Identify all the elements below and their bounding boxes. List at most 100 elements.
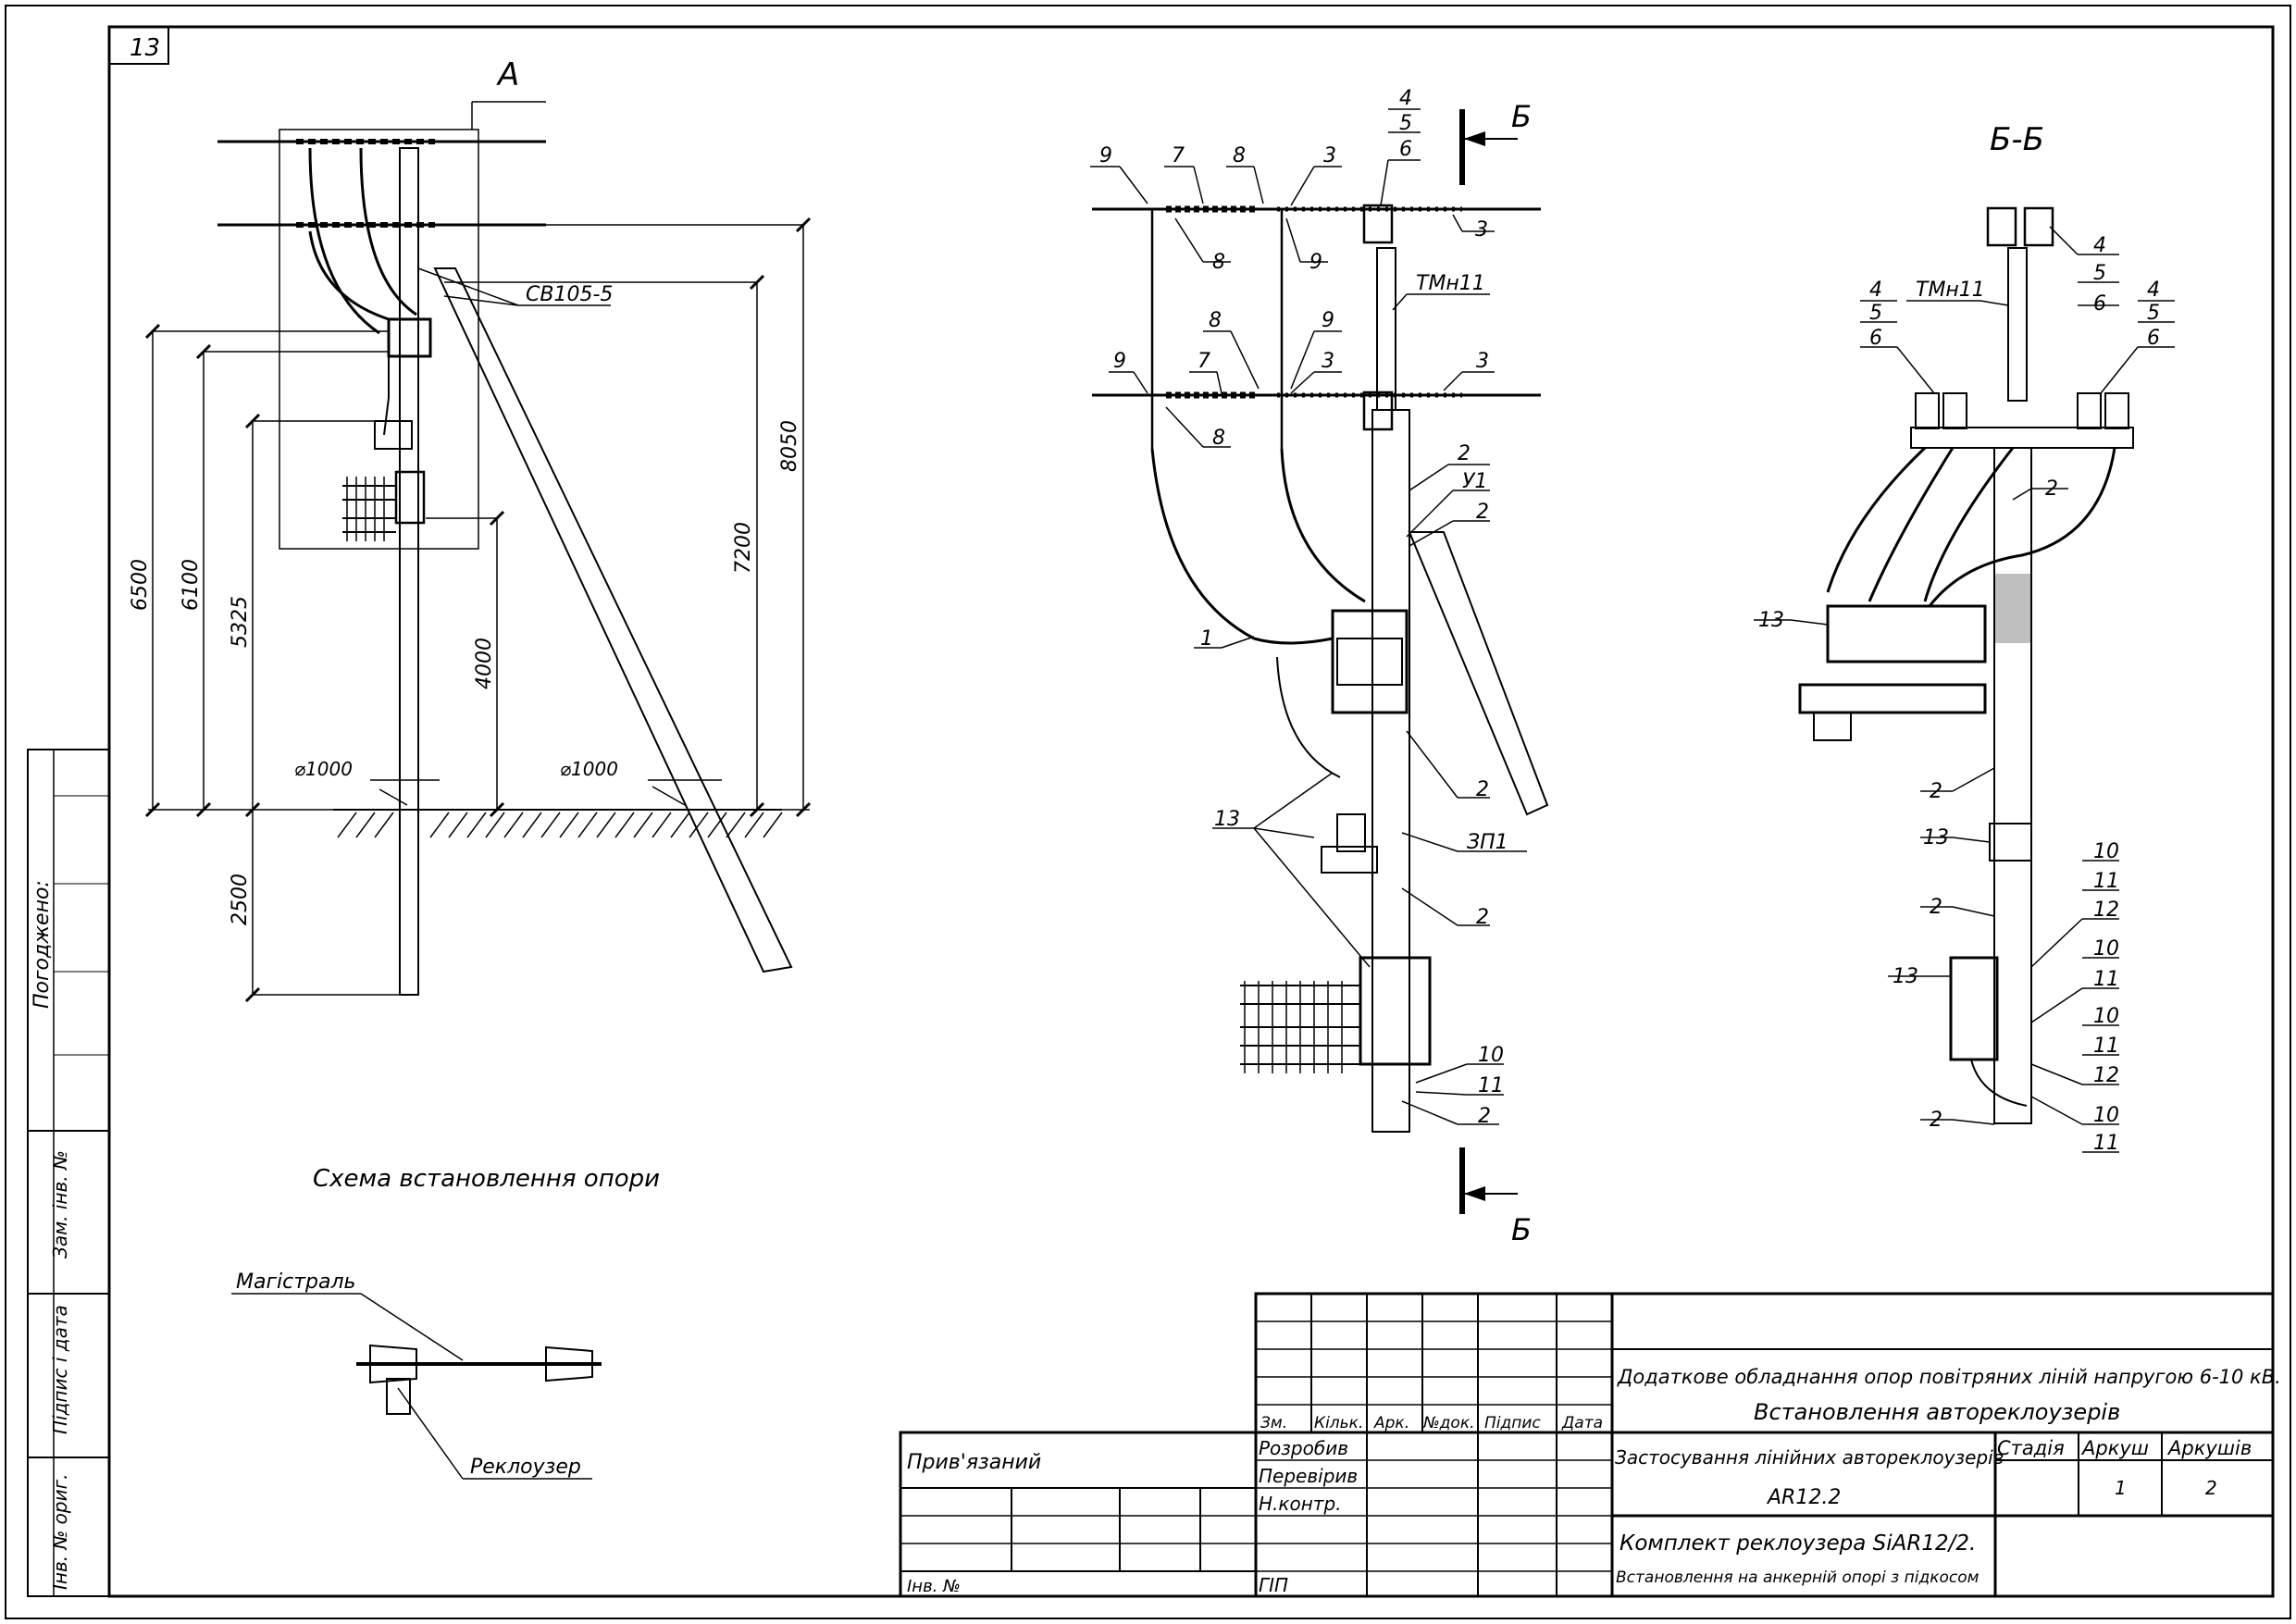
tmn-label: ТМн11 — [1416, 272, 1485, 295]
callout-2-e: 2 — [1478, 1105, 1491, 1128]
pole-strut — [433, 267, 793, 973]
linked-label: Прив'язаний — [907, 1451, 1041, 1474]
callout-7-mid: 7 — [1198, 350, 1210, 373]
u1-label: У1 — [1462, 470, 1487, 493]
section-callout-6-left: 6 — [1869, 327, 1882, 350]
inventory-no-label: Інв. № — [907, 1577, 961, 1596]
support-code: СВ105-5 — [526, 283, 613, 306]
hdr-docno: №док. — [1422, 1414, 1475, 1432]
view-a-control-cabinet — [1359, 956, 1432, 1066]
hdr-date: Дата — [1561, 1414, 1603, 1432]
section-callout-5-right: 5 — [2147, 302, 2160, 325]
section-callout-2-a: 2 — [2045, 477, 2058, 501]
section-callout-13-a: 13 — [1758, 609, 1784, 632]
hdr-change: Зм. — [1260, 1414, 1287, 1432]
left-stamp-strip: Погоджено: Зам. інв. № Підпис і дата Інв… — [27, 749, 110, 1597]
recloser-unit — [387, 317, 432, 358]
role-checker: Перевірив — [1259, 1465, 1358, 1487]
callout-2-a: 2 — [1458, 442, 1471, 465]
callout-2-d: 2 — [1476, 906, 1489, 929]
callout-4-top: 4 — [1399, 87, 1412, 110]
sheet-number-box — [108, 26, 169, 65]
callout-9-mid: 9 — [1322, 309, 1334, 332]
sheet-label: Аркуш — [2080, 1437, 2149, 1459]
sheet-number: 13 — [130, 34, 160, 62]
section-callout-5-left: 5 — [1869, 302, 1882, 325]
dim-2500: 2500 — [229, 874, 252, 925]
plan-recloser — [386, 1378, 411, 1415]
dim-8050: 8050 — [778, 420, 801, 472]
section-tmn-label: ТМн11 — [1916, 279, 1985, 302]
dim-7200: 7200 — [732, 522, 755, 574]
section-num-10-d: 10 — [2093, 1104, 2119, 1127]
plan-sketch: Магістраль Реклоузер — [231, 1271, 602, 1480]
section-callout-13-c: 13 — [1893, 965, 1918, 988]
project-title: Додаткове обладнання опор повітряних лін… — [1617, 1366, 2281, 1388]
outer-border — [5, 5, 2291, 1619]
section-num-10-a: 10 — [2093, 840, 2119, 863]
sheet-title-line2: Встановлення на анкерній опорі з підкосо… — [1616, 1568, 1980, 1587]
pole-main — [399, 147, 419, 996]
callout-7-top: 7 — [1172, 144, 1185, 167]
callout-11-a: 11 — [1478, 1074, 1504, 1097]
view-a-strut — [1408, 531, 1549, 816]
dim-6500: 6500 — [129, 559, 152, 611]
section-callout-6-top: 6 — [2093, 292, 2106, 316]
approved-label: Погоджено: — [31, 880, 54, 1009]
section-recloser — [1826, 604, 1987, 663]
replaced-inventory-label: Зам. інв. № — [49, 1150, 71, 1258]
recloser-label: Реклоузер — [470, 1456, 581, 1479]
hdr-qty: Кільк. — [1314, 1414, 1363, 1432]
callout-5-top: 5 — [1399, 112, 1412, 135]
project-subtitle: Встановлення автореклоузерів — [1754, 1399, 2120, 1425]
callout-6-top: 6 — [1399, 138, 1412, 161]
section-num-10-c: 10 — [2093, 1005, 2119, 1028]
view-a-recloser — [1331, 609, 1409, 714]
callout-3-mid-right: 3 — [1476, 350, 1489, 373]
callout-9-mid-left: 9 — [1113, 350, 1126, 373]
stage-label: Стадія — [1997, 1437, 2065, 1459]
cut-label-top: Б — [1511, 99, 1532, 134]
section-callout-5-top: 5 — [2093, 262, 2106, 285]
callout-10-a: 10 — [1478, 1044, 1504, 1067]
zp1-label: ЗП1 — [1467, 831, 1508, 854]
doc-title-line1: Застосування лінійних автореклоузерів — [1615, 1446, 2004, 1469]
title-block: Зм. Кільк. Арк. №док. Підпис Дата Розроб… — [899, 1292, 2281, 1598]
role-norm-control: Н.контр. — [1259, 1493, 1342, 1515]
section-bb-label: Б-Б — [1990, 121, 2044, 158]
section-control-cabinet — [1949, 956, 1999, 1061]
section-num-11-c: 11 — [2093, 1035, 2119, 1058]
dim-6100: 6100 — [180, 559, 203, 611]
sheets-label: Аркушів — [2166, 1437, 2252, 1459]
callout-2-b: 2 — [1476, 501, 1489, 524]
signature-date-label: Підпис і дата — [49, 1305, 71, 1434]
section-bb: Б-Б — [1754, 121, 2175, 1155]
section-callout-2-d: 2 — [1930, 1109, 1942, 1132]
control-cabinet — [394, 470, 426, 525]
hdr-sheet: Арк. — [1373, 1414, 1409, 1432]
callout-3-top: 3 — [1323, 144, 1336, 167]
role-developer: Розробив — [1259, 1437, 1348, 1459]
installation-scheme: А — [129, 56, 812, 1193]
section-crossarm — [1910, 427, 2134, 449]
section-num-11-d: 11 — [2093, 1132, 2119, 1155]
view-a: Б Б — [1090, 87, 1549, 1247]
callout-13-a: 13 — [1214, 808, 1240, 831]
section-pole — [1993, 447, 2032, 1124]
section-num-10-b: 10 — [2093, 937, 2119, 961]
cut-label-bottom: Б — [1511, 1212, 1532, 1247]
section-callout-4-left: 4 — [1869, 279, 1882, 302]
callout-9-upper-below: 9 — [1309, 251, 1322, 274]
callout-8-mid: 8 — [1209, 309, 1222, 332]
role-chief-engineer: ГІП — [1259, 1574, 1288, 1596]
sheets-value: 2 — [2205, 1477, 2217, 1499]
diameter-pole: ⌀1000 — [294, 758, 353, 780]
section-num-12-b: 12 — [2093, 1064, 2119, 1087]
callout-8-lower: 8 — [1212, 427, 1225, 450]
section-callout-4-top: 4 — [2093, 234, 2106, 257]
callout-8-top: 8 — [1233, 144, 1246, 167]
sheet-title-line1: Комплект реклоузера SiAR12/2. — [1620, 1531, 1976, 1556]
section-callout-4-right: 4 — [2147, 279, 2160, 302]
section-callout-13-b: 13 — [1923, 826, 1949, 849]
